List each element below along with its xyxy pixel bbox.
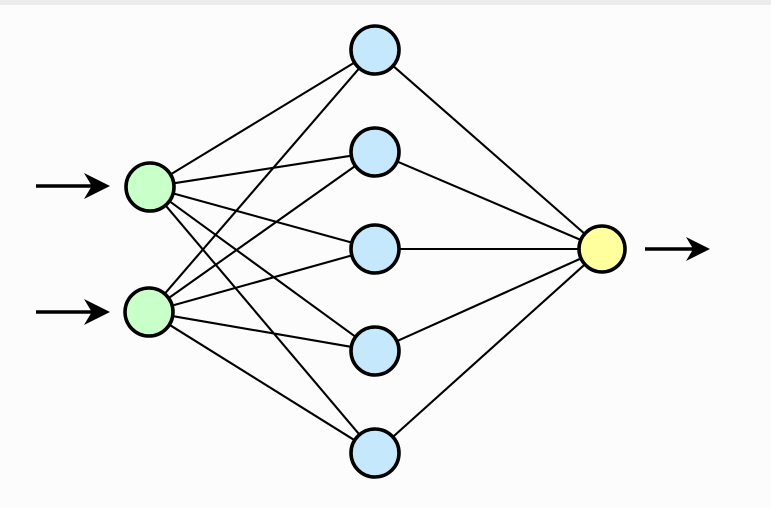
hidden-node-3[interactable] xyxy=(349,223,401,275)
edge-i2-to-h1 xyxy=(163,66,361,296)
input-arrow-2 xyxy=(36,299,110,325)
edge-h1-to-o1 xyxy=(391,64,587,236)
output-arrow-1 xyxy=(645,237,710,261)
edges-group xyxy=(163,61,587,442)
edge-h4-to-o1 xyxy=(395,257,583,343)
output-node-1[interactable] xyxy=(577,224,627,274)
input-arrow-1 xyxy=(36,173,110,199)
io-arrows-group xyxy=(36,173,710,325)
input-arrow-2-head-icon xyxy=(84,299,110,325)
edge-i1-to-h2 xyxy=(172,154,353,185)
edge-i1-to-h4 xyxy=(167,199,358,339)
layer-hidden xyxy=(349,24,401,479)
input-node-2[interactable] xyxy=(123,286,175,338)
input-node-1[interactable] xyxy=(124,161,176,213)
edge-h2-to-o1 xyxy=(395,160,583,242)
edge-i1-to-h5 xyxy=(164,203,361,437)
hidden-node-2[interactable] xyxy=(349,126,401,178)
input-arrow-1-head-icon xyxy=(84,173,110,199)
edge-h5-to-o1 xyxy=(391,262,587,439)
output-arrow-1-head-icon xyxy=(686,237,710,261)
hidden-node-4[interactable] xyxy=(349,325,401,377)
hidden-node-1[interactable] xyxy=(349,24,401,76)
layer-input xyxy=(123,161,176,338)
layer-output xyxy=(577,224,627,274)
edge-i2-to-h4 xyxy=(171,314,353,349)
edge-i1-to-h1 xyxy=(169,61,356,176)
edge-i1-to-h3 xyxy=(171,192,354,244)
nodes-group xyxy=(123,24,627,479)
hidden-node-5[interactable] xyxy=(349,427,401,479)
edge-i2-to-h3 xyxy=(170,254,354,307)
edge-i2-to-h5 xyxy=(167,323,357,442)
edge-i2-to-h2 xyxy=(167,164,357,300)
